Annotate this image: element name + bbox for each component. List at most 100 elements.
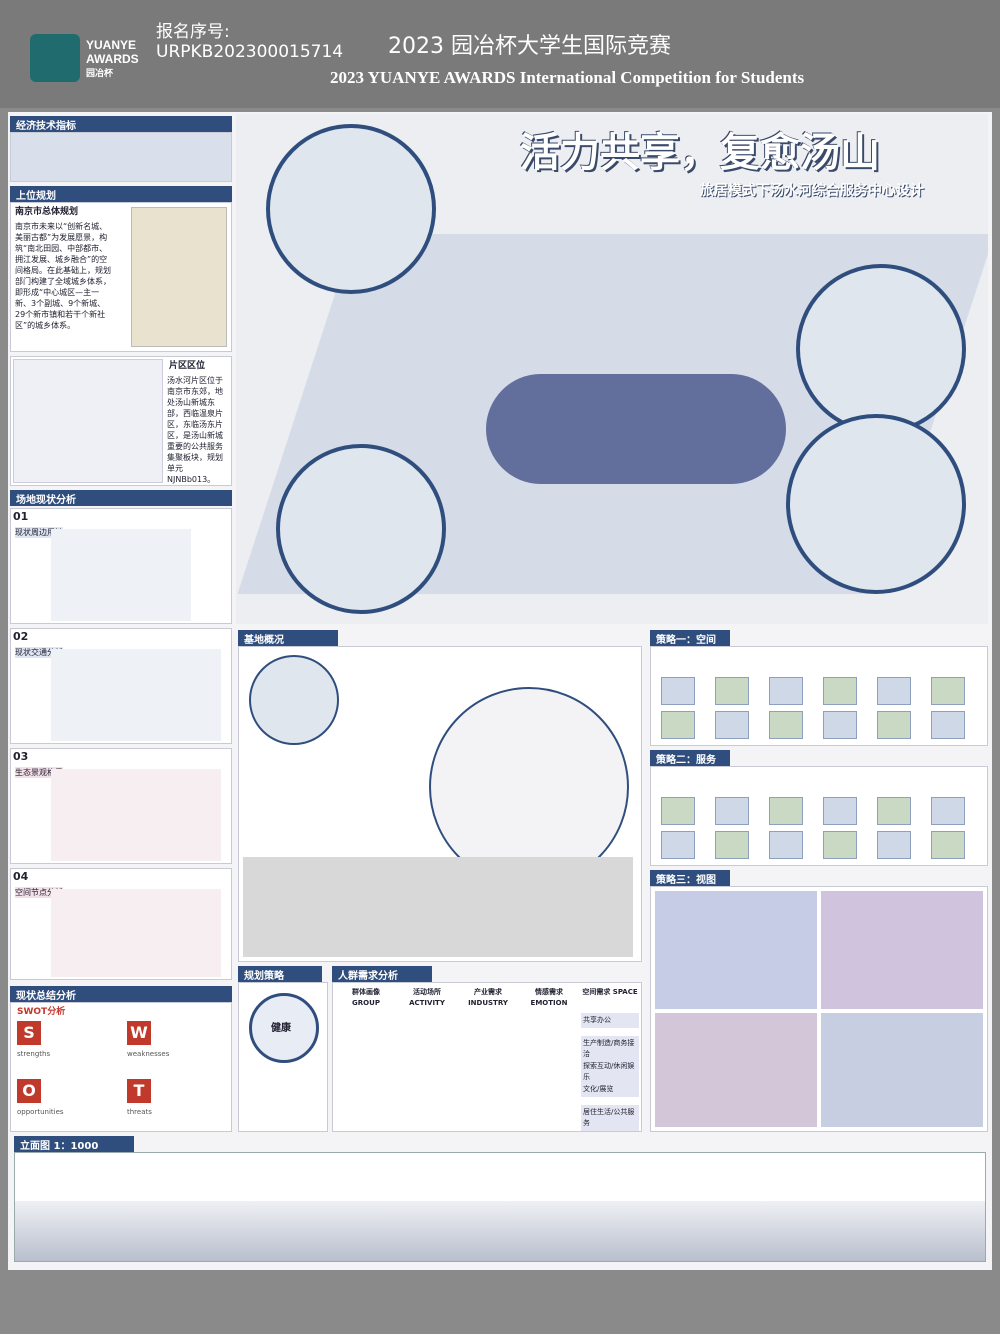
strategy-axon-tile [931, 831, 965, 859]
space-need-item: 居住生活/公共服务 [581, 1105, 639, 1131]
hero-render [236, 114, 988, 624]
sec01-num: 01 [13, 510, 29, 523]
detail-circle-1 [266, 124, 436, 294]
view-render-4 [821, 1013, 983, 1127]
strategy-axon-tile [715, 797, 749, 825]
base-title: 基地概况 [238, 630, 338, 646]
people-col-header: 活动场所 ACTIVITY [409, 988, 445, 1007]
plan-heading: 南京市总体规划 [15, 207, 79, 217]
logo-text: YUANYE AWARDS 园冶杯 [86, 38, 139, 80]
people-col-header: 产业需求 INDUSTRY [468, 988, 508, 1007]
logo-line2: AWARDS [86, 52, 139, 66]
plan-text: 南京市未来以“创新名城、美丽古都”为发展愿景，构筑“南北田园、中部都市、拥江发展… [15, 222, 111, 330]
strategy-axon-tile [661, 831, 695, 859]
strategy-axon-tile [823, 677, 857, 705]
sec04-label: 空间节点分析 [15, 887, 63, 898]
area-location-map [13, 359, 163, 483]
strat1-panel [650, 646, 988, 746]
strategy-axon-tile [877, 677, 911, 705]
strategy-panel: 健康 [238, 982, 328, 1132]
strategy-axon-tile [931, 797, 965, 825]
registration: 报名序号: URPKB202300015714 [156, 22, 343, 62]
strategy-axon-tile [877, 797, 911, 825]
strat3-title: 策略三：视图营造 [650, 870, 730, 901]
area-panel: 片区区位 汤水河片区位于南京市东郊，地处汤山新城东部，西临温泉片区，东临汤东片区… [10, 356, 232, 486]
strategy-axon-tile [715, 677, 749, 705]
space-need-item: 探索互动/休闲娱乐 [581, 1059, 639, 1085]
traffic-map [51, 649, 221, 741]
detail-circle-2 [796, 264, 966, 434]
site-title: 场地现状分析 [10, 490, 232, 506]
sec01-panel: 01 现状周边用地 [10, 508, 232, 624]
strategy-axon-tile [769, 797, 803, 825]
strategy-axon-tile [769, 677, 803, 705]
space-need-item: 文化/展览 [581, 1082, 639, 1097]
strategy-axon-tile [715, 831, 749, 859]
sec04-panel: 04 空间节点分析 [10, 868, 232, 980]
strategy-axon-tile [823, 797, 857, 825]
sec02-label: 现状交通分析 [15, 647, 63, 658]
swot-label-w: weaknesses [127, 1050, 170, 1058]
area-title: 片区区位 [169, 361, 206, 371]
strategy-axon-tile [715, 711, 749, 739]
view-render-2 [821, 891, 983, 1009]
strat2-title: 策略二：服务升级 [650, 750, 730, 781]
summary-title: 现状总结分析 [10, 986, 232, 1002]
site-concept-circle [429, 687, 629, 887]
view-render-1 [655, 891, 817, 1009]
logo-cn: 园冶杯 [86, 68, 114, 78]
strategy-axon-tile [661, 797, 695, 825]
strategy-axon-tile [877, 711, 911, 739]
sec02-num: 02 [13, 630, 29, 643]
elevation-title: 立面图 1：1000 [14, 1136, 134, 1152]
strategy-axon-tile [931, 677, 965, 705]
swot-letter-w: W [127, 1021, 151, 1045]
site-photos-strip [243, 857, 633, 957]
swot-letter-s: S [17, 1021, 41, 1045]
hero-subtitle: 旅居模式下汤水河综合服务中心设计 [700, 183, 924, 199]
strategy-axon-tile [877, 831, 911, 859]
strategy-axon-tile [661, 711, 695, 739]
reg-label: 报名序号: [156, 22, 230, 42]
area-text: 汤水河片区位于南京市东郊，地处汤山新城东部，西临温泉片区，东临汤东片区，是汤山新… [167, 376, 223, 484]
space-need-item: 生产制造/商务接洽 [581, 1036, 639, 1062]
ecology-map [51, 769, 221, 861]
people-col-header: 空间需求 SPACE [582, 988, 638, 996]
swot-letter-t: T [127, 1079, 151, 1103]
strat2-panel [650, 766, 988, 866]
sec01-label: 现状周边用地 [15, 527, 63, 538]
space-need-item: 共享办公 [581, 1013, 639, 1028]
elevation-drawing [14, 1152, 986, 1262]
logo-line1: YUANYE [86, 38, 137, 52]
hero-title: 活力共享，复愈汤山 [520, 130, 880, 176]
econ-table [10, 132, 232, 182]
nanjing-plan-map [131, 207, 227, 347]
sec03-panel: 03 生态景观格局 [10, 748, 232, 864]
sec04-num: 04 [13, 870, 29, 883]
sec02-panel: 02 现状交通分析 [10, 628, 232, 744]
competition-title-cn: 2023 园冶杯大学生国际竞赛 [388, 34, 671, 59]
view-render-3 [655, 1013, 817, 1127]
strategy-axon-tile [661, 677, 695, 705]
strat3-panel [650, 886, 988, 1132]
strategy-axon-tile [769, 711, 803, 739]
swot-label-t: threats [127, 1108, 152, 1116]
strategy-axon-tile [931, 711, 965, 739]
bottom-bar [0, 1272, 1000, 1334]
people-col-header: 情感需求 EMOTION [530, 988, 568, 1007]
strategy-axon-tile [823, 711, 857, 739]
people-title: 人群需求分析 [332, 966, 432, 982]
swot-label-s: strengths [17, 1050, 51, 1058]
plan-title: 上位规划 [10, 186, 232, 202]
swot-label-o: opportunities [17, 1108, 64, 1116]
competition-title-en: 2023 YUANYE AWARDS International Competi… [330, 68, 805, 87]
base-location-circle [249, 655, 339, 745]
sec03-label: 生态景观格局 [15, 767, 63, 778]
yuanye-logo [30, 34, 80, 82]
node-map [51, 889, 221, 977]
sec03-num: 03 [13, 750, 29, 763]
swot-letter-o: O [17, 1079, 41, 1103]
strat1-title: 策略一：空间优化 [650, 630, 730, 661]
